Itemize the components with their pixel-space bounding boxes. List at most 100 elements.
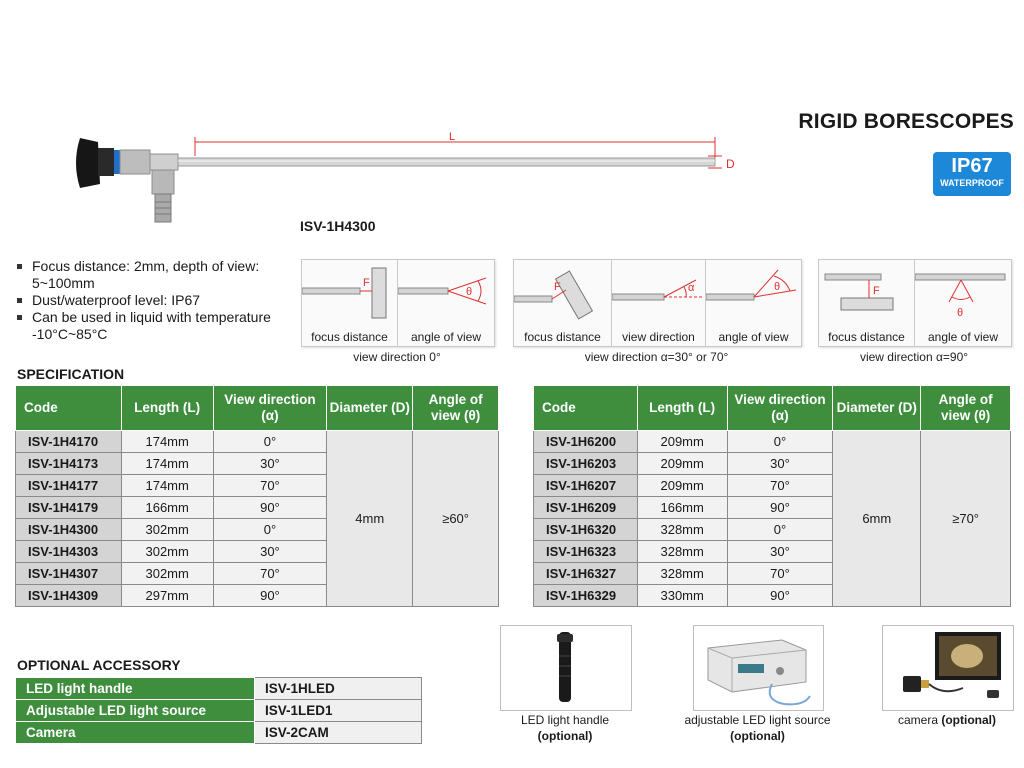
row-direction: 0° [726, 518, 834, 541]
row-code: ISV-1H4300 [15, 518, 122, 541]
diagram-label: focus distance [311, 330, 388, 344]
feature-item: Can be used in liquid with temperature -… [14, 309, 284, 343]
row-code: ISV-1H4179 [15, 496, 122, 519]
photo-caption-camera: camera (optional) [872, 712, 1022, 728]
photo-caption-led-handle: LED light handle (optional) [490, 712, 640, 744]
angle-value: ≥60° [412, 430, 499, 607]
feature-item: Focus distance: 2mm, depth of view: 5~10… [14, 258, 284, 292]
row-code: ISV-1H4303 [15, 540, 122, 563]
row-length: 330mm [636, 584, 728, 607]
row-length: 302mm [120, 540, 214, 563]
diagram-label: angle of view [410, 330, 482, 344]
accessory-name: Adjustable LED light source [15, 699, 255, 722]
accessory-code: ISV-2CAM [254, 721, 422, 744]
row-length: 174mm [120, 452, 214, 475]
diagram-caption: view direction α=90° [859, 350, 969, 364]
diagram-view-direction: α view direction [612, 260, 706, 346]
specification-title: SPECIFICATION [17, 366, 125, 382]
row-code: ISV-1H4177 [15, 474, 122, 497]
row-code: ISV-1H4173 [15, 452, 122, 475]
diagram-angle-of-view: θ angle of view [915, 260, 1011, 346]
spec-table-4mm: Code Length (L) View direction (α) Diame… [15, 385, 499, 607]
diagram-focus-distance: F focus distance [514, 260, 612, 346]
diagram-caption: view direction 0° [353, 350, 441, 364]
spec-table-6mm: Code Length (L) View direction (α) Diame… [533, 385, 1011, 607]
row-code: ISV-1H6207 [533, 474, 638, 497]
caption-note: (optional) [730, 729, 785, 743]
row-direction: 0° [212, 430, 328, 453]
accessory-title: OPTIONAL ACCESSORY [17, 657, 181, 673]
accessory-name: Camera [15, 721, 255, 744]
angle-value: ≥70° [920, 430, 1011, 607]
led-light-source-photo [693, 625, 824, 711]
header-length: Length (L) [636, 385, 728, 431]
row-length: 209mm [636, 430, 728, 453]
feature-list: Focus distance: 2mm, depth of view: 5~10… [14, 258, 284, 343]
diagram-label: angle of view [718, 330, 789, 344]
row-code: ISV-1H6320 [533, 518, 638, 541]
row-direction: 90° [726, 496, 834, 519]
header-view-direction: View direction (α) [212, 385, 328, 431]
diagram-focus-distance: F focus distance [819, 260, 915, 346]
header-angle: Angle of view (θ) [920, 385, 1011, 431]
row-direction: 90° [212, 584, 328, 607]
accessory-name: LED light handle [15, 677, 255, 700]
row-length: 328mm [636, 540, 728, 563]
diagram-label: focus distance [524, 330, 601, 344]
row-code: ISV-1H6329 [533, 584, 638, 607]
diagram-angle-of-view: θ angle of view [398, 260, 494, 346]
caption-text: LED light handle [520, 713, 610, 727]
row-length: 302mm [120, 562, 214, 585]
row-length: 209mm [636, 452, 728, 475]
row-direction: 70° [726, 562, 834, 585]
row-direction: 30° [726, 540, 834, 563]
page-title: RIGID BORESCOPES [798, 110, 1014, 133]
caption-text: camera [897, 713, 938, 727]
diagram-group-30-70deg: F focus distance α view direction θ angl… [513, 259, 802, 347]
row-direction: 70° [726, 474, 834, 497]
row-direction: 90° [726, 584, 834, 607]
row-length: 209mm [636, 474, 728, 497]
row-code: ISV-1H6200 [533, 430, 638, 453]
angle-marker: θ [957, 307, 963, 319]
feature-item: Dust/waterproof level: IP67 [14, 292, 284, 309]
photo-caption-led-source: adjustable LED light source (optional) [672, 712, 843, 744]
focus-marker: F [363, 277, 370, 289]
row-length: 297mm [120, 584, 214, 607]
diagram-caption: view direction α=30° or 70° [584, 350, 729, 364]
diagram-group-0deg: F focus distance θ angle of view [301, 259, 495, 347]
row-code: ISV-1H6209 [533, 496, 638, 519]
row-length: 174mm [120, 474, 214, 497]
row-code: ISV-1H4309 [15, 584, 122, 607]
diameter-dim-label: D [726, 157, 735, 171]
focus-marker: F [873, 285, 880, 297]
header-diameter: Diameter (D) [326, 385, 414, 431]
diameter-value: 4mm [326, 430, 414, 607]
table-row: ISV-1H6200 209mm 0° 6mm ≥70° [533, 430, 1011, 607]
row-direction: 70° [212, 562, 328, 585]
row-length: 328mm [636, 562, 728, 585]
diagram-group-90deg: F focus distance θ angle of view [818, 259, 1012, 347]
row-length: 328mm [636, 518, 728, 541]
table-row: ISV-1H4170 174mm 0° 4mm ≥60° [15, 430, 499, 607]
row-code: ISV-1H4307 [15, 562, 122, 585]
accessory-code: ISV-1LED1 [254, 699, 422, 722]
row-direction: 0° [726, 430, 834, 453]
row-length: 174mm [120, 430, 214, 453]
caption-note: (optional) [537, 729, 593, 743]
diagram-focus-distance: F focus distance [302, 260, 398, 346]
row-code: ISV-1H6203 [533, 452, 638, 475]
row-code: ISV-1H6323 [533, 540, 638, 563]
row-length: 166mm [636, 496, 728, 519]
row-direction: 30° [212, 452, 328, 475]
diagram-angle-of-view: θ angle of view [706, 260, 801, 346]
table-row: Adjustable LED light source ISV-1LED1 [15, 699, 422, 722]
length-dim-label: L [449, 131, 455, 143]
